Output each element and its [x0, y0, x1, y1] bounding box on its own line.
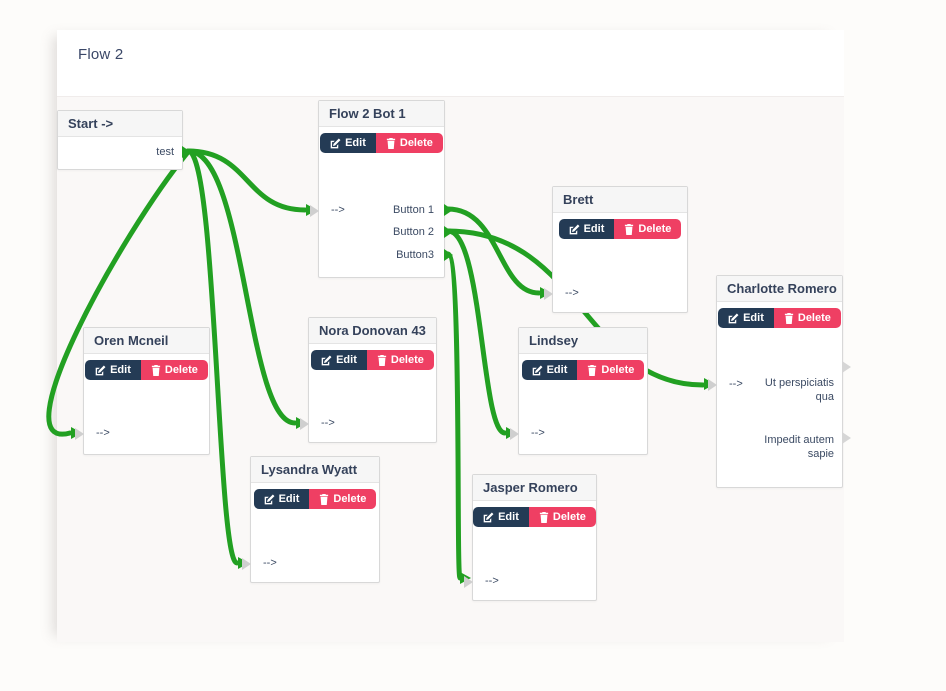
output-label-ut-perspiciatis: Ut perspiciatis qua: [764, 377, 834, 403]
input-label: -->: [485, 575, 499, 587]
pencil-icon: [95, 365, 106, 375]
edit-button[interactable]: Edit: [521, 360, 578, 380]
pencil-icon: [321, 355, 332, 365]
pencil-icon: [532, 365, 543, 375]
output-port-button-2[interactable]: [444, 226, 453, 238]
edit-button[interactable]: Edit: [253, 489, 310, 509]
node-nora-donovan-43[interactable]: Nora Donovan 43 Edit Delete -->: [300, 317, 437, 443]
delete-button[interactable]: Delete: [528, 507, 596, 527]
delete-button[interactable]: Delete: [309, 489, 377, 509]
trash-icon: [377, 354, 386, 366]
edit-button[interactable]: Edit: [320, 133, 376, 153]
node-lysandra-wyatt-title: Lysandra Wyatt: [251, 457, 379, 483]
edit-button[interactable]: Edit: [473, 507, 529, 527]
edit-button[interactable]: Edit: [718, 308, 774, 328]
delete-button[interactable]: Delete: [773, 308, 841, 328]
trash-icon: [320, 493, 329, 505]
input-label: -->: [321, 417, 335, 429]
input-port[interactable]: [242, 558, 251, 570]
input-label: -->: [565, 287, 579, 299]
node-lysandra-wyatt[interactable]: Lysandra Wyatt Edit Delete -->: [242, 456, 380, 583]
input-label: -->: [531, 427, 545, 439]
output-label-button-2: Button 2: [393, 226, 434, 238]
output-label-button-1: Button 1: [393, 204, 434, 216]
node-oren-mcneil-title: Oren Mcneil: [84, 328, 209, 354]
node-brett[interactable]: Brett Edit Delete -->: [544, 186, 688, 313]
connection-test-to-lysandra[interactable]: [185, 148, 240, 566]
node-nora-donovan-43-title: Nora Donovan 43: [309, 318, 436, 344]
node-flow2-bot-1[interactable]: Flow 2 Bot 1 Edit Delete --> Button 1 Bu…: [310, 100, 453, 278]
connection-test-to-oren[interactable]: [46, 149, 191, 437]
edit-button[interactable]: Edit: [558, 219, 615, 239]
input-label: -->: [729, 378, 743, 390]
connection-test-to-nora[interactable]: [185, 148, 298, 426]
flow-title: Flow 2: [78, 46, 124, 63]
connection-button3-to-jasper[interactable]: [445, 251, 463, 581]
output-port-button-1[interactable]: [444, 204, 453, 216]
flow-header-bar: Flow 2: [57, 30, 844, 97]
input-port[interactable]: [300, 418, 309, 430]
input-port[interactable]: [544, 288, 553, 300]
input-label: -->: [331, 204, 345, 216]
connection-button2-to-lindsey[interactable]: [445, 228, 508, 436]
connection-test-to-bot[interactable]: [185, 148, 308, 213]
input-port[interactable]: [510, 428, 519, 440]
node-start-output-label: test: [156, 146, 174, 158]
node-jasper-romero[interactable]: Jasper Romero Edit Delete -->: [464, 474, 597, 601]
trash-icon: [386, 137, 395, 149]
output-port-1[interactable]: [842, 361, 851, 373]
connection-button1-to-brett[interactable]: [445, 206, 542, 296]
delete-button[interactable]: Delete: [140, 360, 208, 380]
output-port-button-3[interactable]: [444, 249, 453, 261]
node-oren-mcneil[interactable]: Oren Mcneil Edit Delete -->: [75, 327, 210, 455]
node-lindsey-title: Lindsey: [519, 328, 647, 354]
output-label-button-3: Button3: [396, 249, 434, 261]
delete-button[interactable]: Delete: [375, 133, 443, 153]
edit-button[interactable]: Edit: [85, 360, 141, 380]
input-port[interactable]: [708, 379, 717, 391]
output-port-test[interactable]: [182, 146, 191, 158]
pencil-icon: [264, 494, 275, 504]
node-charlotte-romero-title: Charlotte Romero: [717, 276, 842, 302]
trash-icon: [151, 364, 160, 376]
trash-icon: [625, 223, 634, 235]
node-brett-title: Brett: [553, 187, 687, 213]
pencil-icon: [483, 512, 494, 522]
node-jasper-romero-title: Jasper Romero: [473, 475, 596, 501]
delete-button[interactable]: Delete: [614, 219, 682, 239]
node-charlotte-romero[interactable]: Charlotte Romero Edit Delete --> Ut pers…: [708, 275, 851, 488]
trash-icon: [539, 511, 548, 523]
edit-button[interactable]: Edit: [311, 350, 367, 370]
node-start[interactable]: Start -> test: [57, 110, 191, 170]
input-port[interactable]: [464, 576, 473, 588]
delete-button[interactable]: Delete: [366, 350, 434, 370]
pencil-icon: [330, 138, 341, 148]
input-label: -->: [96, 427, 110, 439]
input-port[interactable]: [75, 428, 84, 440]
output-label-impedit-autem: Impedit autem sapie: [764, 434, 834, 460]
node-flow2-bot-1-title: Flow 2 Bot 1: [319, 101, 444, 127]
delete-button[interactable]: Delete: [577, 360, 645, 380]
pencil-icon: [728, 313, 739, 323]
pencil-icon: [569, 224, 580, 234]
trash-icon: [588, 364, 597, 376]
output-port-2[interactable]: [842, 432, 851, 444]
input-port[interactable]: [310, 205, 319, 217]
node-start-title: Start ->: [58, 111, 182, 137]
input-label: -->: [263, 557, 277, 569]
trash-icon: [784, 312, 793, 324]
node-lindsey[interactable]: Lindsey Edit Delete -->: [510, 327, 648, 455]
